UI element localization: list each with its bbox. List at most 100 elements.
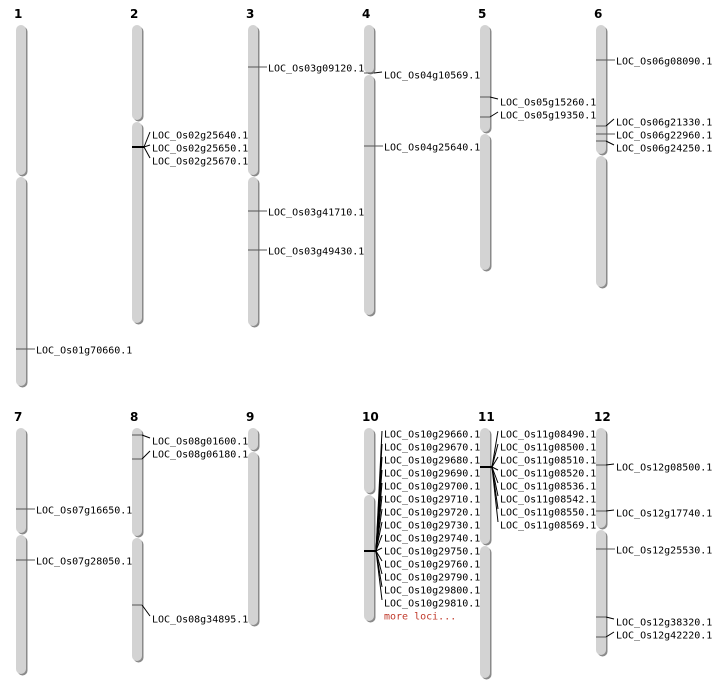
- locus-connector: [143, 144, 151, 148]
- locus-connector: [605, 631, 615, 638]
- locus-label[interactable]: LOC_Os06g08090.1: [616, 57, 712, 68]
- locus-label[interactable]: LOC_Os10g29750.1: [384, 547, 480, 558]
- locus-label[interactable]: LOC_Os10g29690.1: [384, 469, 480, 480]
- locus-label[interactable]: LOC_Os12g38320.1: [616, 618, 712, 629]
- chromosome-4-arm-p[interactable]: [364, 25, 374, 73]
- locus-label[interactable]: LOC_Os12g17740.1: [616, 509, 712, 520]
- locus-connector: [143, 146, 151, 159]
- locus-label[interactable]: LOC_Os02g25650.1: [152, 144, 248, 155]
- locus-label[interactable]: LOC_Os10g29810.1: [384, 599, 480, 610]
- locus-connector: [605, 118, 615, 127]
- locus-label[interactable]: LOC_Os11g08490.1: [500, 430, 596, 441]
- chromosome-number-label: 5: [478, 7, 486, 21]
- locus-label[interactable]: LOC_Os04g25640.1: [384, 143, 480, 154]
- chromosome-8-arm-q[interactable]: [132, 538, 142, 661]
- locus-label[interactable]: LOC_Os12g42220.1: [616, 631, 712, 642]
- locus-label[interactable]: LOC_Os10g29740.1: [384, 534, 480, 545]
- locus-label[interactable]: LOC_Os07g16650.1: [36, 506, 132, 517]
- chromosome-3-arm-q[interactable]: [248, 177, 258, 326]
- chromosome-12-arm-q[interactable]: [596, 530, 606, 655]
- chromosome-number-label: 3: [246, 7, 254, 21]
- chromosome-8-arm-p[interactable]: [132, 428, 142, 536]
- locus-label[interactable]: LOC_Os06g21330.1: [616, 118, 712, 129]
- locus-label[interactable]: LOC_Os02g25640.1: [152, 131, 248, 142]
- chromosome-6-arm-p[interactable]: [596, 25, 606, 154]
- chromosome-number-label: 11: [478, 410, 495, 424]
- locus-label[interactable]: LOC_Os10g29730.1: [384, 521, 480, 532]
- chromosome-10-arm-p[interactable]: [364, 428, 374, 493]
- locus-label[interactable]: LOC_Os10g29790.1: [384, 573, 480, 584]
- locus-label[interactable]: LOC_Os03g49430.1: [268, 247, 364, 258]
- locus-label[interactable]: LOC_Os12g25530.1: [616, 546, 712, 557]
- locus-label[interactable]: LOC_Os10g29670.1: [384, 443, 480, 454]
- chromosome-9-arm-q[interactable]: [248, 452, 258, 625]
- chromosome-9-arm-p[interactable]: [248, 428, 258, 450]
- locus-label[interactable]: LOC_Os03g09120.1: [268, 64, 364, 75]
- locus-connector: [141, 604, 151, 617]
- more-loci-link[interactable]: more loci...: [384, 612, 456, 623]
- locus-connector: [375, 550, 383, 601]
- chromosome-12-arm-p[interactable]: [596, 428, 606, 528]
- locus-label[interactable]: LOC_Os11g08550.1: [500, 508, 596, 519]
- locus-connector: [491, 456, 499, 468]
- locus-label[interactable]: LOC_Os06g24250.1: [616, 144, 712, 155]
- locus-connector: [141, 434, 151, 439]
- locus-label[interactable]: LOC_Os12g08500.1: [616, 463, 712, 474]
- locus-label[interactable]: LOC_Os10g29720.1: [384, 508, 480, 519]
- locus-label[interactable]: LOC_Os10g29660.1: [384, 430, 480, 441]
- locus-label[interactable]: LOC_Os10g29680.1: [384, 456, 480, 467]
- locus-label[interactable]: LOC_Os11g08510.1: [500, 456, 596, 467]
- locus-label[interactable]: LOC_Os05g19350.1: [500, 111, 596, 122]
- chromosome-11-arm-q[interactable]: [480, 546, 490, 678]
- locus-connector: [375, 521, 383, 552]
- locus-label[interactable]: LOC_Os07g28050.1: [36, 557, 132, 568]
- locus-connector: [141, 450, 151, 460]
- chromosome-number-label: 6: [594, 7, 602, 21]
- locus-label[interactable]: LOC_Os02g25670.1: [152, 157, 248, 168]
- chromosome-2-arm-p[interactable]: [132, 25, 142, 120]
- locus-label[interactable]: LOC_Os10g29800.1: [384, 586, 480, 597]
- locus-connector: [605, 616, 615, 620]
- locus-label[interactable]: LOC_Os04g10569.1: [384, 71, 480, 82]
- chromosome-6-arm-q[interactable]: [596, 156, 606, 287]
- chromosome-4-arm-q[interactable]: [364, 75, 374, 315]
- chromosome-5-arm-p[interactable]: [480, 25, 490, 132]
- locus-label[interactable]: LOC_Os05g15260.1: [500, 98, 596, 109]
- locus-connector: [143, 131, 151, 148]
- chromosome-11-arm-p[interactable]: [480, 428, 490, 544]
- chromosome-number-label: 4: [362, 7, 370, 21]
- chromosome-7-arm-p[interactable]: [16, 428, 26, 533]
- chromosome-2-arm-q[interactable]: [132, 122, 142, 323]
- locus-label[interactable]: LOC_Os08g06180.1: [152, 450, 248, 461]
- chromosome-number-label: 9: [246, 410, 254, 424]
- locus-connector: [605, 463, 615, 466]
- locus-label[interactable]: LOC_Os11g08536.1: [500, 482, 596, 493]
- locus-label[interactable]: LOC_Os01g70660.1: [36, 346, 132, 357]
- locus-label[interactable]: LOC_Os06g22960.1: [616, 131, 712, 142]
- chromosome-1-arm-p[interactable]: [16, 25, 26, 175]
- locus-connector: [491, 466, 499, 523]
- locus-connector: [489, 111, 499, 118]
- chromosome-1-arm-q[interactable]: [16, 177, 26, 386]
- chromosome-number-label: 7: [14, 410, 22, 424]
- locus-connector: [491, 430, 499, 468]
- chromosome-5-arm-q[interactable]: [480, 134, 490, 270]
- locus-label[interactable]: LOC_Os11g08520.1: [500, 469, 596, 480]
- locus-label[interactable]: LOC_Os11g08542.1: [500, 495, 596, 506]
- locus-connector: [375, 534, 383, 552]
- locus-label[interactable]: LOC_Os11g08500.1: [500, 443, 596, 454]
- locus-label[interactable]: LOC_Os03g41710.1: [268, 208, 364, 219]
- chromosome-10-arm-q[interactable]: [364, 495, 374, 621]
- chromosome-3-arm-p[interactable]: [248, 25, 258, 175]
- chromosome-7-arm-q[interactable]: [16, 535, 26, 674]
- locus-label[interactable]: LOC_Os10g29700.1: [384, 482, 480, 493]
- locus-label[interactable]: LOC_Os08g34895.1: [152, 615, 248, 626]
- locus-label[interactable]: LOC_Os11g08569.1: [500, 521, 596, 532]
- chromosome-number-label: 8: [130, 410, 138, 424]
- locus-label[interactable]: LOC_Os10g29710.1: [384, 495, 480, 506]
- locus-connector: [491, 443, 499, 468]
- locus-label[interactable]: LOC_Os08g01600.1: [152, 437, 248, 448]
- locus-label[interactable]: LOC_Os10g29760.1: [384, 560, 480, 571]
